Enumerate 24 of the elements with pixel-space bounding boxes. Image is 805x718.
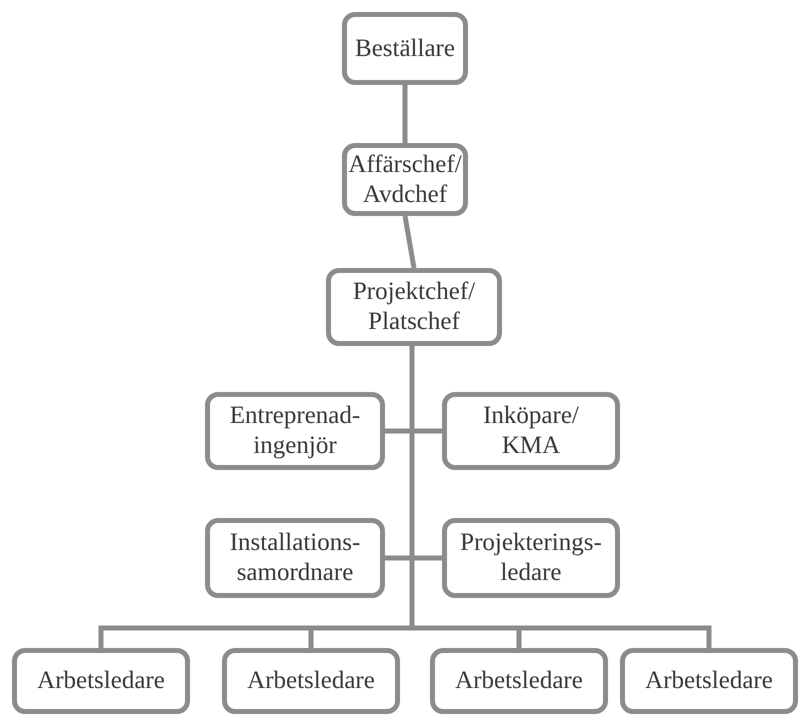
role-label: Beställare — [354, 34, 456, 64]
role-label: Arbetsledare — [36, 666, 166, 696]
role-box — [620, 648, 798, 714]
role-box — [430, 648, 608, 714]
role-label: Entreprenad- ingenjör — [228, 401, 362, 461]
role-label: Installations- samordnare — [228, 528, 362, 588]
role-label: Arbetsledare — [246, 666, 376, 696]
connector-line — [402, 85, 408, 143]
role-box — [205, 392, 385, 470]
role-label: Affärschef/ Avdchef — [347, 150, 463, 210]
connector-line — [402, 216, 416, 268]
role-box — [12, 648, 190, 714]
role-label: Inköpare/ KMA — [482, 401, 580, 461]
role-label: Arbetsledare — [644, 666, 774, 696]
role-box — [442, 392, 620, 470]
role-box — [342, 12, 468, 85]
role-label: Arbetsledare — [454, 666, 584, 696]
role-box — [222, 648, 400, 714]
role-box — [205, 518, 385, 598]
role-box — [342, 143, 468, 216]
role-box — [326, 268, 502, 346]
role-label: Projekterings- ledare — [459, 528, 603, 588]
role-label: Projektchef/ Platschef — [352, 277, 476, 337]
role-box — [442, 518, 620, 598]
